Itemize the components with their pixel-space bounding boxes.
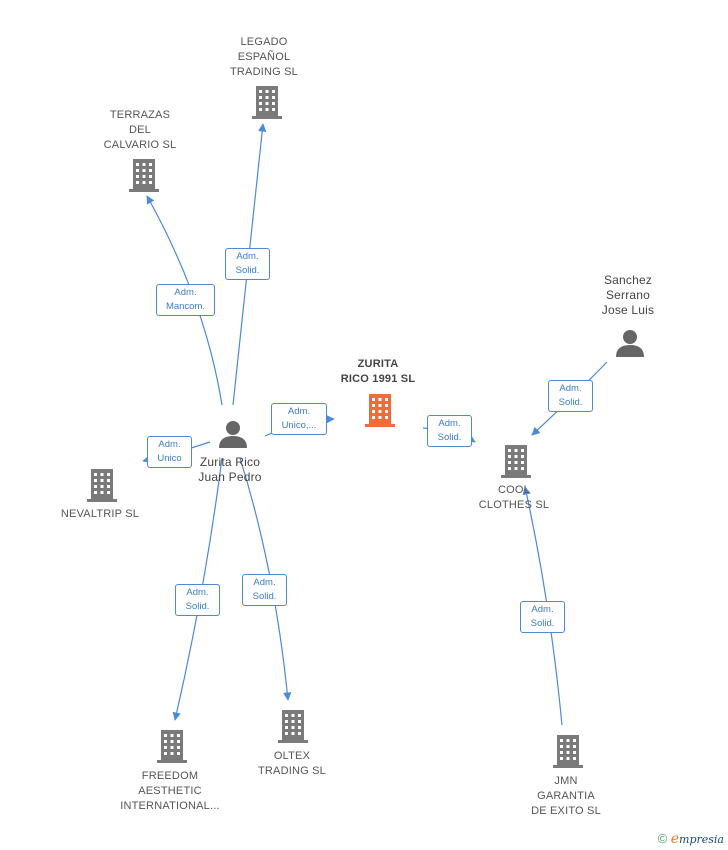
center-building-icon <box>365 394 395 427</box>
building-icon <box>501 445 531 478</box>
node-label-legado[interactable]: LEGADO ESPAÑOL TRADING SL <box>229 36 298 78</box>
edge-label-terrazas: Adm. Mancom. <box>156 284 215 316</box>
edge-label-freedom: Adm. Solid. <box>175 584 220 616</box>
building-icon <box>129 159 159 192</box>
node-label-jmn[interactable]: JMN GARANTIA DE EXITO SL <box>531 775 601 817</box>
building-icon <box>157 730 187 763</box>
building-icon <box>87 469 117 502</box>
brand-name: mpresia <box>679 833 724 846</box>
building-icon <box>252 86 282 119</box>
node-label-freedom[interactable]: FREEDOM AESTHETIC INTERNATIONAL... <box>120 770 220 812</box>
empresia-logo[interactable]: © empresia <box>658 831 724 847</box>
node-label-zurita-juan[interactable]: Zurita Rico Juan Pedro <box>198 455 262 484</box>
person-icon <box>616 330 644 357</box>
node-label-cool-clothes[interactable]: COOL CLOTHES SL <box>478 484 550 511</box>
edge-label-jmn-cool: Adm. Solid. <box>520 601 565 633</box>
copyright-symbol: © <box>657 831 668 846</box>
building-icon <box>278 710 308 743</box>
edge-label-zurita-1991: Adm. Unico,... <box>271 403 327 435</box>
node-label-terrazas[interactable]: TERRAZAS DEL CALVARIO SL <box>103 109 177 151</box>
edge-label-sanchez-cool: Adm. Solid. <box>548 380 593 412</box>
node-label-sanchez[interactable]: Sanchez Serrano Jose Luis <box>601 273 655 317</box>
brand-initial: e <box>670 831 680 847</box>
node-label-nevaltrip[interactable]: NEVALTRIP SL <box>60 508 140 520</box>
building-icon <box>553 735 583 768</box>
edge-label-zurita-1991-cool: Adm. Solid. <box>427 415 472 447</box>
edge-label-legado: Adm. Solid. <box>225 248 270 280</box>
edge-label-oltex: Adm. Solid. <box>242 574 287 606</box>
person-icon <box>219 421 247 448</box>
node-label-oltex[interactable]: OLTEX TRADING SL <box>257 750 326 777</box>
edge-label-nevaltrip: Adm. Unico <box>147 436 192 468</box>
node-label-zurita-rico-1991[interactable]: ZURITA RICO 1991 SL <box>340 358 416 385</box>
